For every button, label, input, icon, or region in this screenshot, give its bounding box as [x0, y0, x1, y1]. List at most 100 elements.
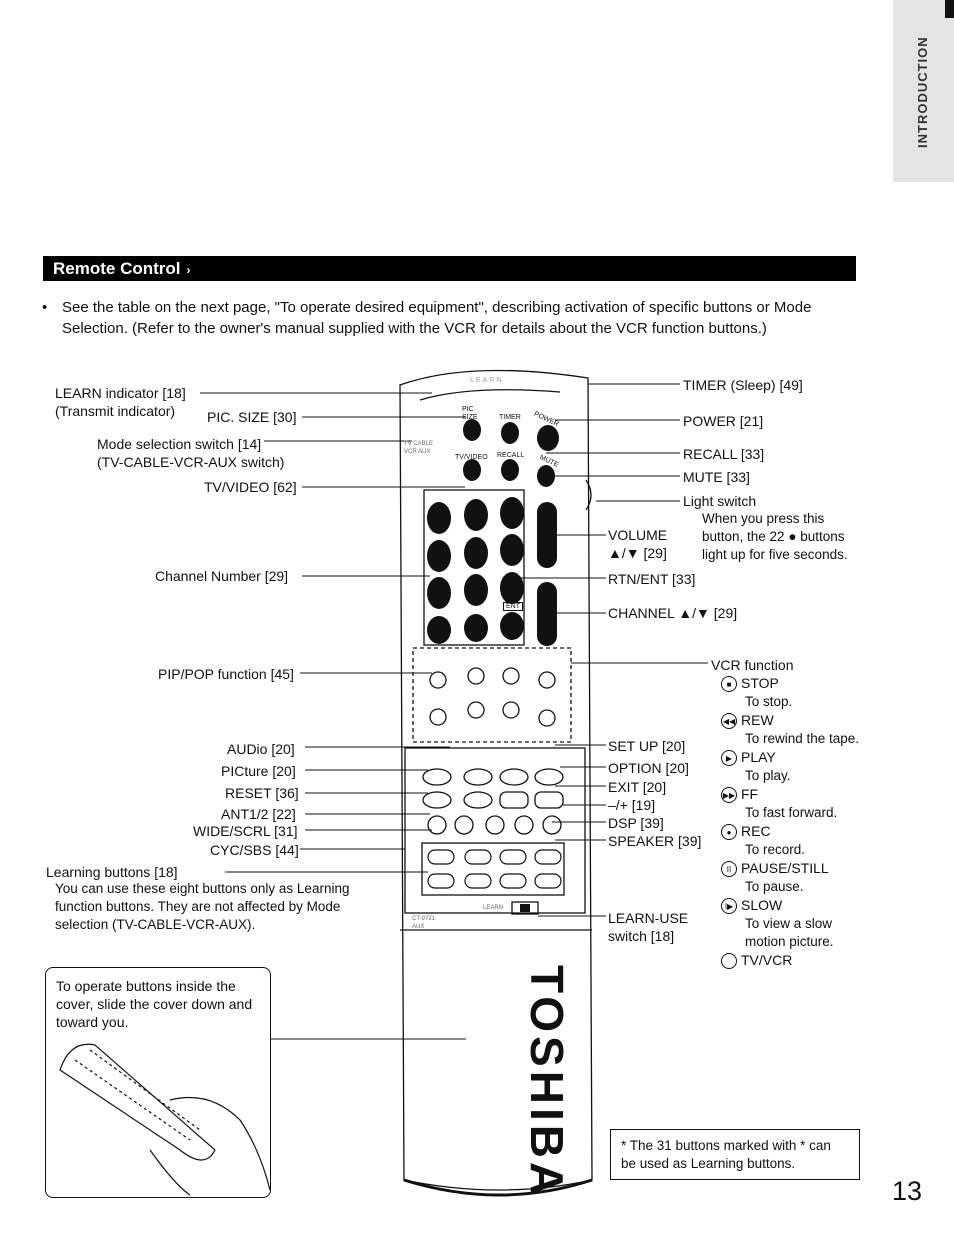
vcr-item-label: PAUSE/STILL [741, 860, 829, 876]
learning-note-box: * The 31 buttons marked with * can be us… [610, 1129, 860, 1180]
label-learn-indicator: LEARN indicator [18] [55, 385, 186, 401]
remote-mode-text: TV CABLE VCR AUX [404, 441, 434, 455]
vcr-item-label: REC [741, 823, 771, 839]
mute-button [537, 465, 555, 487]
learn-use-switch [511, 901, 539, 915]
label-mode-switch-sub: (TV-CABLE-VCR-AUX switch) [97, 454, 285, 470]
remote-tv-video-text: TV/VIDEO [455, 454, 488, 461]
label-volume-sub: ▲/▼ [29] [608, 545, 667, 561]
vcr-item-label: FF [741, 786, 759, 802]
label-exit: EXIT [20] [608, 779, 667, 795]
vcr-item-label: PLAY [741, 749, 776, 765]
rew-icon: ◀◀ [721, 712, 737, 729]
rec-icon: ● [721, 823, 737, 840]
label-option: OPTION [20] [608, 760, 689, 776]
label-ant: ANT1/2 [22] [221, 806, 296, 822]
stop-icon: ■ [721, 675, 737, 692]
vcr-item-desc: To rewind the tape. [745, 731, 860, 746]
recall-button [501, 459, 519, 481]
section-title-arrow-icon: › [186, 263, 191, 277]
vcr-buttons [429, 667, 556, 727]
section-side-tab: INTRODUCTION [893, 0, 954, 182]
label-light-switch: Light switch [683, 493, 757, 509]
remote-model-text: CT-9721 [412, 916, 436, 922]
vcr-function-title: VCR function [711, 657, 794, 673]
label-volume: VOLUME [608, 527, 668, 543]
label-pic-size: PIC. SIZE [30] [207, 409, 297, 425]
side-tab-marker [945, 0, 954, 18]
label-speaker: SPEAKER [39] [608, 833, 702, 849]
remote-pic-size-text: PIC SIZE [462, 406, 478, 421]
vcr-item-label: TV/VCR [741, 952, 793, 968]
remote-learn-text: LEARN [470, 377, 504, 384]
vcr-item-rew: ◀◀REW To rewind the tape. [721, 711, 871, 748]
vcr-item-label: SLOW [741, 897, 783, 913]
learning-buttons-desc: You can use these eight buttons only as … [55, 881, 350, 932]
label-pip-pop: PIP/POP function [45] [158, 666, 294, 682]
vcr-item-desc: To stop. [745, 694, 793, 709]
vcr-item-label: REW [741, 712, 774, 728]
remote-ent-text: ENT [503, 602, 523, 611]
remote-aux-text: AUX [412, 924, 425, 930]
vcr-item-desc: To pause. [745, 879, 804, 894]
remote-recall-text: RECALL [497, 452, 525, 459]
pause-icon: II [721, 860, 737, 877]
label-mute: MUTE [33] [683, 469, 750, 485]
light-switch [585, 479, 592, 511]
label-minus-plus: –/+ [19] [608, 797, 656, 813]
label-cyc: CYC/SBS [44] [210, 842, 299, 858]
channel-rocker [537, 582, 557, 646]
volume-rocker [537, 502, 557, 568]
leader-lines [200, 383, 708, 1040]
label-audio: AUDio [20] [227, 741, 295, 757]
label-dsp: DSP [39] [608, 815, 664, 831]
menu-buttons [422, 768, 564, 835]
vcr-item-desc: To play. [745, 768, 791, 783]
label-learn-use-sub: switch [18] [608, 928, 675, 944]
label-timer: TIMER (Sleep) [49] [683, 377, 803, 393]
section-title-text: Remote Control [53, 259, 181, 278]
number-keypad [427, 497, 557, 646]
cover-instruction-box: To operate buttons inside the cover, sli… [45, 967, 271, 1198]
hand-illustration [59, 1043, 271, 1196]
tv-video-button [463, 459, 481, 481]
label-picture: PICture [20] [221, 763, 296, 779]
vcr-button-frame [412, 647, 572, 743]
learning-button-frame [421, 842, 565, 896]
power-button [537, 425, 559, 451]
label-transmit-indicator: (Transmit indicator) [55, 403, 176, 419]
label-channel-number: Channel Number [29] [155, 568, 289, 584]
page-number: 13 [892, 1176, 923, 1206]
remote-brand-logo: TOSHIBA [521, 965, 573, 1200]
vcr-item-play: ▶PLAY To play. [721, 748, 871, 785]
learning-note-text: * The 31 buttons marked with * can be us… [621, 1138, 831, 1171]
label-channel: CHANNEL ▲/▼ [29] [608, 605, 738, 621]
vcr-item-desc: To view a slow motion picture. [745, 916, 834, 949]
label-learning-buttons: Learning buttons [18] [46, 864, 178, 880]
label-tv-video: TV/VIDEO [62] [204, 479, 297, 495]
remote-learn-switch-text: LEARN [483, 905, 504, 911]
top-buttons [463, 419, 559, 487]
pic-size-button [463, 419, 481, 441]
vcr-item-slow: I▶SLOW To view a slow motion picture. [721, 896, 871, 951]
play-icon: ▶ [721, 749, 737, 766]
vcr-item-tvvcr: TV/VCR [721, 951, 871, 970]
tvvcr-icon [721, 952, 737, 969]
timer-button [501, 422, 519, 444]
learning-buttons [427, 849, 562, 889]
remote-top-curve [419, 389, 561, 401]
bullet-icon: • [42, 299, 48, 316]
label-recall: RECALL [33] [683, 446, 765, 462]
slow-icon: I▶ [721, 897, 737, 914]
remote-timer-text: TIMER [499, 414, 521, 421]
remote-bottom-edge [403, 1178, 593, 1197]
section-title: Remote Control › [43, 256, 856, 281]
keypad-frame [423, 489, 525, 646]
light-switch-desc: When you press this button, the 22 ● but… [702, 511, 848, 562]
intro-paragraph: • See the table on the next page, "To op… [42, 297, 860, 339]
label-mode-switch: Mode selection switch [14] [97, 436, 262, 452]
